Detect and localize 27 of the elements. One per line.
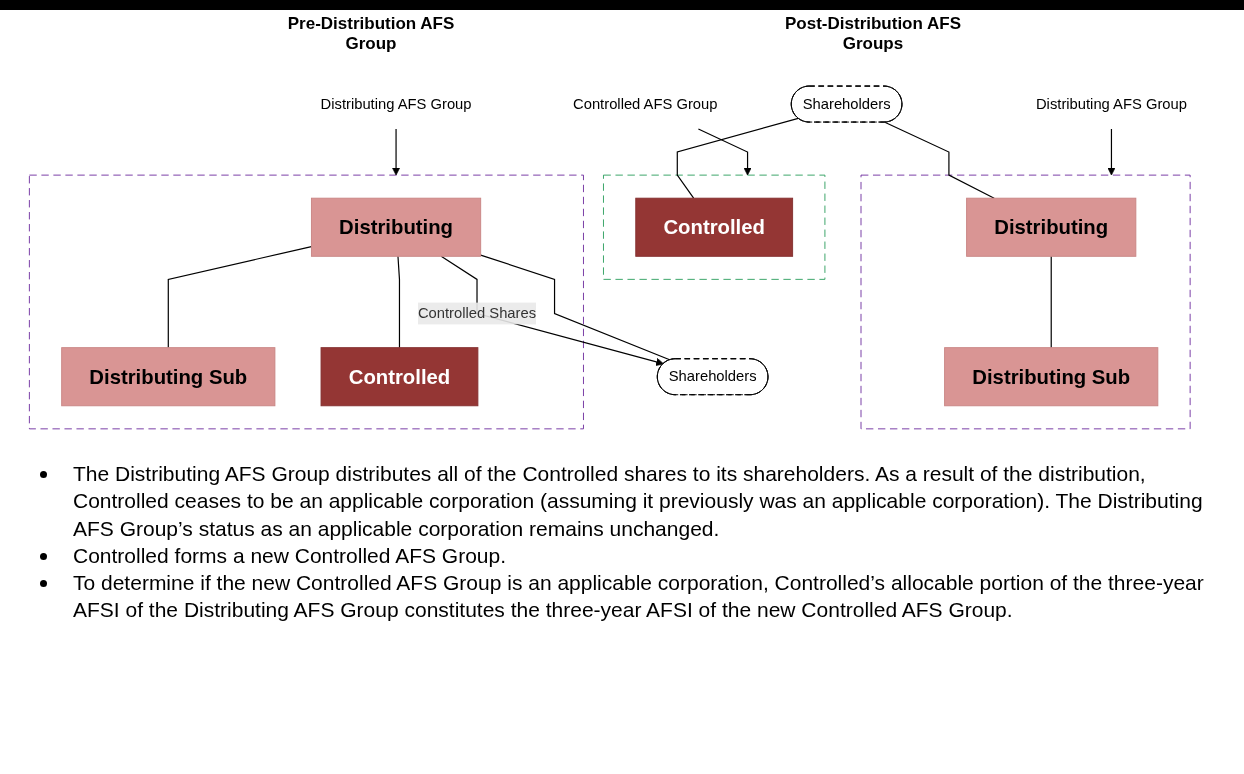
section-heading: Post-Distribution AFS Groups [784, 14, 962, 54]
connector [167, 246, 313, 349]
node-text: Controlled AFS Group [573, 95, 718, 112]
connector [397, 255, 401, 349]
node-box: Distributing [310, 197, 482, 257]
section-heading: Pre-Distribution AFS Group [286, 14, 456, 54]
node-box: Distributing Sub [61, 347, 276, 407]
connector [1050, 255, 1052, 349]
node-box: Distributing [966, 197, 1137, 257]
bullet-text: Controlled forms a new Controlled AFS Group. [73, 542, 507, 569]
node-box: Controlled [320, 347, 479, 407]
edge-label: Controlled Shares [417, 305, 537, 321]
bullet-text: The Distributing AFS Group distributes all of the Controlled shares to its shareholders. As a result of the distribution, Controlled ceases to be an applicable corporation (assuming it previously was an applicable corporation). The Distributing AFS Group’s status as an applicable corporation remains unchanged. [73, 461, 1204, 542]
connector [884, 121, 995, 199]
node-box: Controlled [635, 197, 794, 257]
node-text: Distributing AFS Group [1035, 95, 1187, 112]
cluster [603, 174, 826, 280]
connector [480, 254, 671, 361]
arrow [1107, 128, 1116, 176]
arrow [392, 128, 401, 176]
cluster [28, 174, 584, 430]
cluster [860, 174, 1191, 430]
node-box: Distributing Sub [944, 347, 1159, 407]
arrow [697, 128, 752, 176]
connector [676, 117, 799, 199]
bullet-text: To determine if the new Controlled AFS Group is an applicable corporation, Controlled’s allocable portion of the three-year AFSI of the Distributing AFS Group constitutes the three-year AFSI of the new Controlled AFS Group. [73, 570, 1205, 624]
node-text: Distributing AFS Group [320, 95, 472, 112]
